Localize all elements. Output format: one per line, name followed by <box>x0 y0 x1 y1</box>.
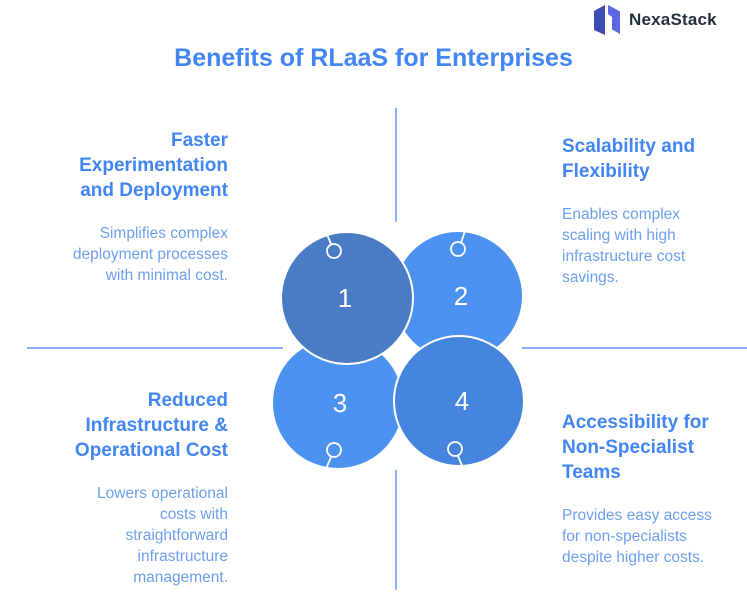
quadrant-1-body: Simplifies complex deployment processes … <box>72 225 228 284</box>
venn-number-4: 4 <box>455 386 469 416</box>
pin-marker-3 <box>325 442 342 470</box>
nexastack-logo-icon <box>594 5 620 35</box>
quadrant-bottom-left: Reduced Infrastructure & Operational Cos… <box>28 388 228 588</box>
venn-number-3: 3 <box>333 388 347 418</box>
pin-ring-icon <box>447 441 463 457</box>
divider-vertical-top <box>395 108 397 222</box>
pin-marker-2 <box>450 230 466 257</box>
quadrant-1-heading: Faster Experimentation and Deployment <box>79 130 228 201</box>
logo-right-shape <box>608 5 620 34</box>
quadrant-3-body: Lowers operational costs with straightfo… <box>97 485 228 586</box>
venn-number-1: 1 <box>338 283 352 313</box>
brand-name: NexaStack <box>629 10 717 29</box>
quadrant-bottom-right: Accessibility for Non-Specialist Teams P… <box>562 410 747 568</box>
quadrant-2-body: Enables complex scaling with high infras… <box>562 206 686 286</box>
quadrant-4-heading: Accessibility for Non-Specialist Teams <box>562 412 709 483</box>
divider-horizontal-left <box>27 347 283 349</box>
pin-ring-icon <box>326 243 342 259</box>
quadrant-top-right: Scalability and Flexibility Enables comp… <box>562 134 744 288</box>
pin-ring-icon <box>450 241 466 257</box>
pin-marker-1 <box>325 231 342 259</box>
pin-marker-4 <box>447 441 464 469</box>
logo-left-shape <box>594 5 605 35</box>
quadrant-top-left: Faster Experimentation and Deployment Si… <box>28 128 228 286</box>
page-title: Benefits of RLaaS for Enterprises <box>174 44 573 72</box>
venn-circle-1 <box>280 231 414 365</box>
divider-vertical-bottom <box>395 470 397 590</box>
venn-number-2: 2 <box>454 281 468 311</box>
quadrant-3-heading: Reduced Infrastructure & Operational Cos… <box>74 390 228 461</box>
venn-circle-4 <box>393 335 525 467</box>
quadrant-4-body: Provides easy access for non-specialists… <box>562 507 712 566</box>
divider-horizontal-right <box>522 347 747 349</box>
quadrant-2-heading: Scalability and Flexibility <box>562 136 696 182</box>
pin-ring-icon <box>326 442 342 458</box>
brand-logo: NexaStack <box>592 4 717 36</box>
